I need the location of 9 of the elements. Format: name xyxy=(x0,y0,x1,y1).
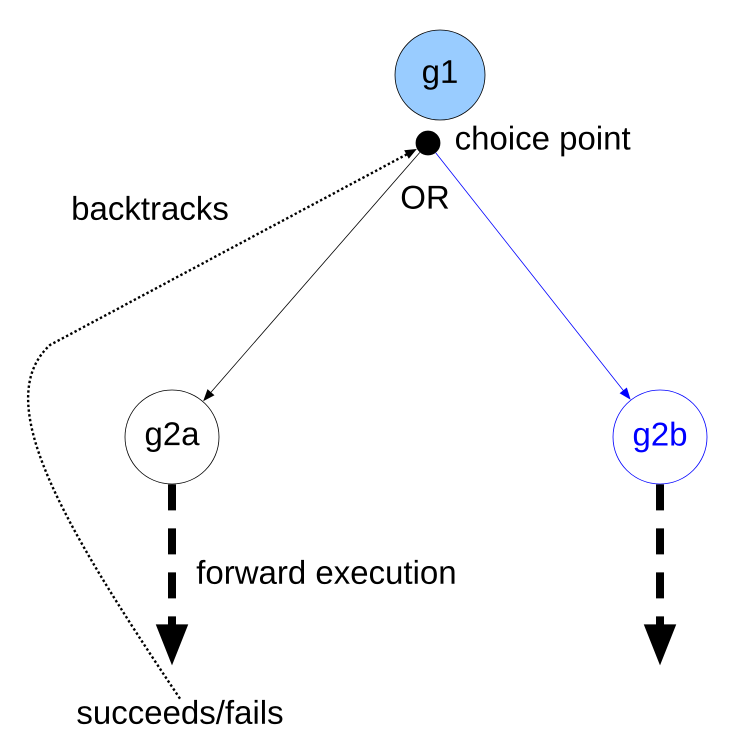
node-caption: choice point xyxy=(456,126,630,156)
node-caption: OR xyxy=(402,186,448,209)
circle-node: g2a xyxy=(124,390,220,484)
circle-node: g2b xyxy=(612,390,708,484)
edge-label: forward execution xyxy=(196,560,454,584)
circle-node: g1 xyxy=(394,30,486,120)
edge-label: backtracks xyxy=(73,196,228,220)
choice-point-dot xyxy=(416,130,440,156)
bare-label: succeeds/fails xyxy=(77,700,282,724)
